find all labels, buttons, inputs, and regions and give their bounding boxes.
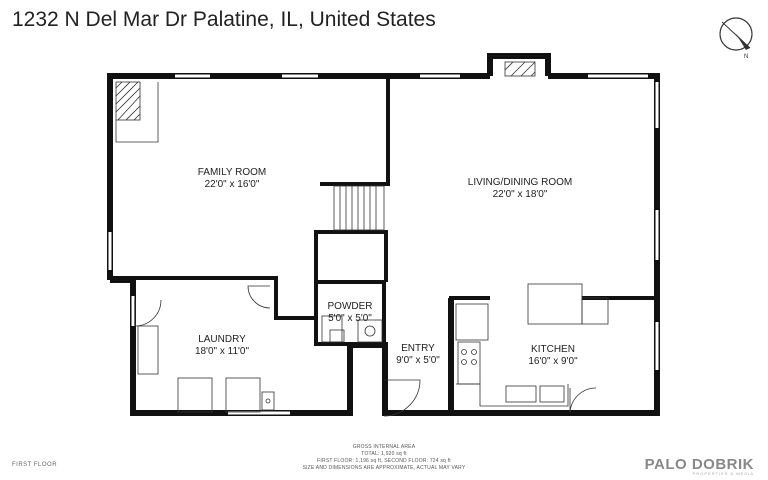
room-name-laundry: LAUNDRY [198, 334, 246, 345]
windows [108, 74, 659, 415]
room-size-living: 22'0" x 18'0" [493, 189, 548, 200]
room-size-entry: 9'0" x 5'0" [396, 355, 440, 366]
window-frames [108, 74, 659, 415]
compass-icon: N [719, 17, 753, 60]
area-disclaimer: SIZE AND DIMENSIONS ARE APPROXIMATE, ACT… [302, 465, 466, 471]
room-size-laundry: 18'0" x 11'0" [195, 346, 250, 357]
brand-subtitle: PROPERTIES & MEDIA [692, 471, 754, 476]
room-name-family: FAMILY ROOM [198, 167, 267, 178]
doors [134, 285, 597, 417]
interior-walls [110, 76, 659, 346]
room-name-kitchen: KITCHEN [531, 344, 575, 355]
area-floors: FIRST FLOOR: 1,196 sq ft, SECOND FLOOR: … [317, 458, 451, 464]
room-name-living: LIVING/DINING ROOM [468, 177, 572, 188]
room-size-powder: 5'0" x 5'0" [328, 313, 372, 324]
staircase [333, 185, 385, 231]
fireplace-family [115, 81, 159, 143]
room-labels: FAMILY ROOM 22'0" x 16'0" LIVING/DINING … [195, 167, 578, 367]
brand-logo: PALO DOBRIK [644, 456, 754, 473]
area-total: TOTAL: 1,920 sq ft [361, 451, 407, 457]
compass-letter: N [744, 54, 748, 60]
fireplace-living [504, 61, 536, 77]
floor-label: FIRST FLOOR [12, 462, 58, 468]
fixtures [137, 283, 609, 413]
area-title: GROSS INTERNAL AREA [352, 444, 416, 450]
room-name-powder: POWDER [328, 301, 373, 312]
room-size-kitchen: 16'0" x 9'0" [528, 356, 578, 367]
room-size-family: 22'0" x 16'0" [205, 179, 260, 190]
floorplan-address: 1232 N Del Mar Dr Palatine, IL, United S… [12, 8, 436, 31]
room-name-entry: ENTRY [401, 343, 435, 354]
